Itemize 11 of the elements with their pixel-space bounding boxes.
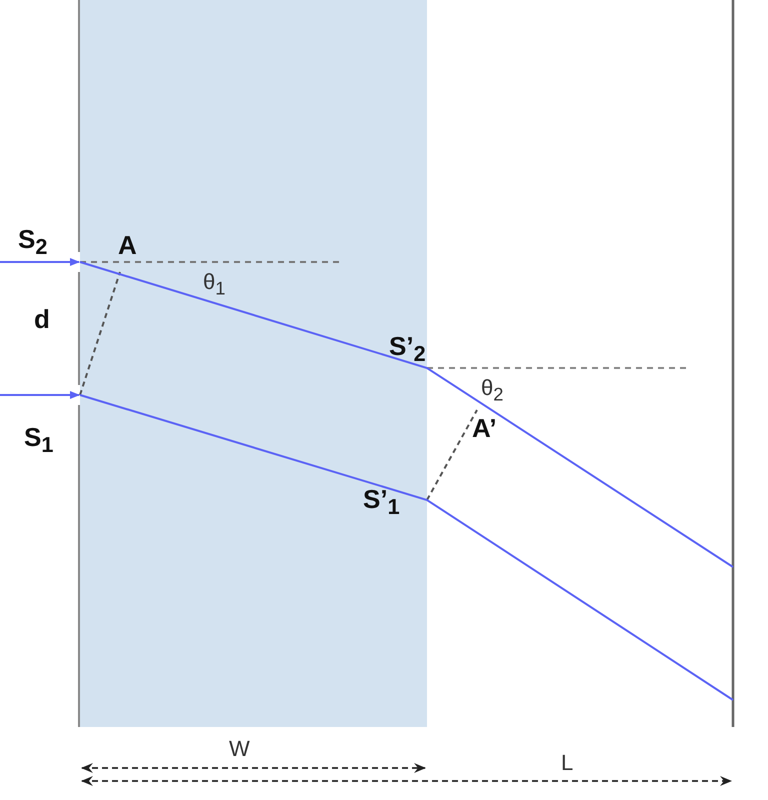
- dimension-label: d: [34, 306, 50, 332]
- dimension-label: L: [561, 752, 574, 774]
- angle-label: θ$_{2}$: [481, 377, 504, 404]
- point-label: S$_{1}$: [24, 424, 54, 456]
- point-label: A’: [472, 415, 497, 441]
- point-label: A: [118, 232, 137, 258]
- point-label: S$_{2}$: [18, 226, 48, 258]
- point-label: S’$_{2}$: [389, 333, 426, 365]
- angle-label: θ$_{1}$: [203, 271, 226, 298]
- point-label: S’$_{1}$: [363, 486, 400, 518]
- dimension-label: W: [229, 738, 250, 760]
